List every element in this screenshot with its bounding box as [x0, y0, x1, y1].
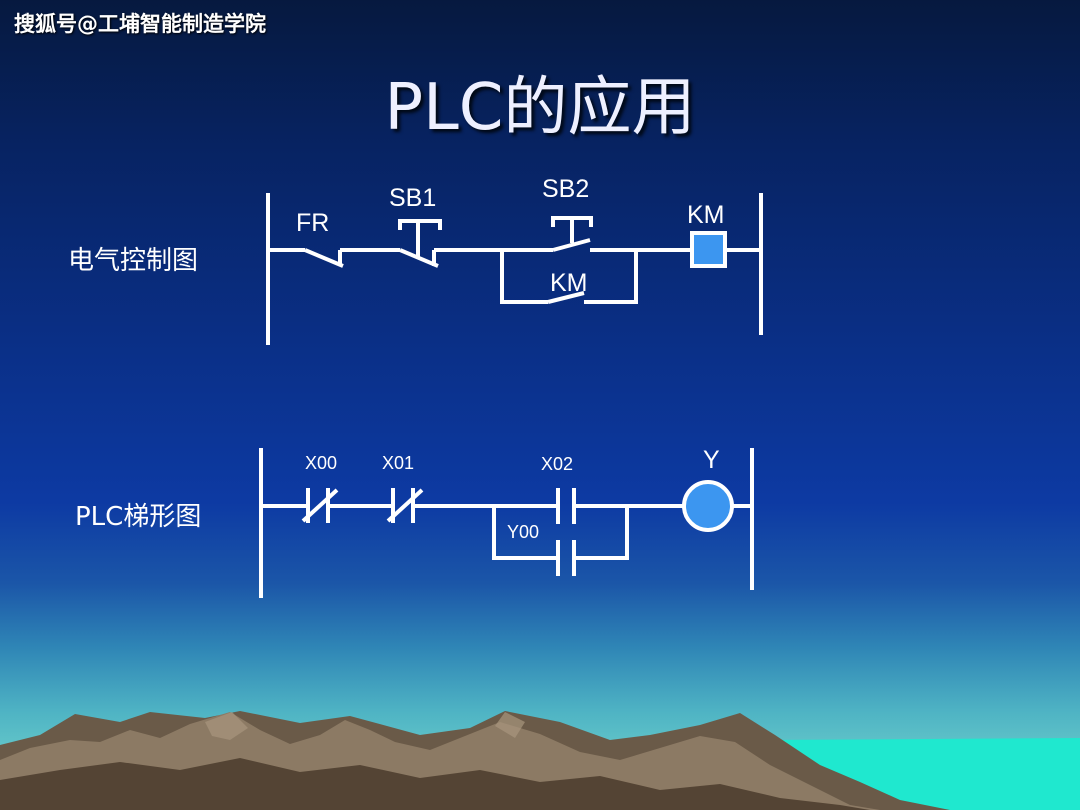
- sb2-label: SB2: [542, 175, 589, 203]
- fr-contact: [304, 248, 344, 268]
- y00-branch-left: [492, 506, 556, 560]
- mountain-shadow: [0, 758, 870, 810]
- sb2-button-head: [551, 216, 593, 227]
- ladder-diagram-label: PLC梯形图: [75, 502, 202, 532]
- mountain-highlight-2: [495, 712, 525, 738]
- km-branch-right: [584, 250, 638, 304]
- x02-label: X02: [541, 454, 573, 474]
- watermark: 搜狐号@工埔智能制造学院: [14, 12, 266, 36]
- x00-contact-slash: [301, 488, 339, 523]
- x01-label: X01: [382, 453, 414, 473]
- km-branch-left: [500, 250, 548, 304]
- y00-label: Y00: [507, 522, 539, 542]
- slide-title: PLC的应用: [384, 71, 696, 145]
- sb2-contact: [552, 238, 591, 252]
- km-coil: [690, 231, 727, 268]
- y-label: Y: [703, 446, 720, 474]
- x00-label: X00: [305, 453, 337, 473]
- sb1-button-head: [398, 219, 442, 230]
- km-contact: [547, 291, 585, 304]
- mountain-highlight: [205, 712, 248, 740]
- landscape: [0, 711, 1080, 810]
- electrical-diagram-label: 电气控制图: [68, 246, 199, 276]
- ladder-circuit: X00 X01 X02 Y00 Y: [259, 446, 754, 598]
- fr-label: FR: [296, 209, 329, 237]
- km-contact-label: KM: [550, 269, 588, 297]
- y00-branch-right: [574, 506, 629, 560]
- km-coil-label: KM: [687, 201, 725, 229]
- electrical-circuit: FR SB1 SB2 KM KM: [266, 175, 763, 345]
- y-output-coil: [682, 480, 734, 532]
- x01-contact-slash: [386, 488, 424, 523]
- sb1-label: SB1: [389, 184, 436, 212]
